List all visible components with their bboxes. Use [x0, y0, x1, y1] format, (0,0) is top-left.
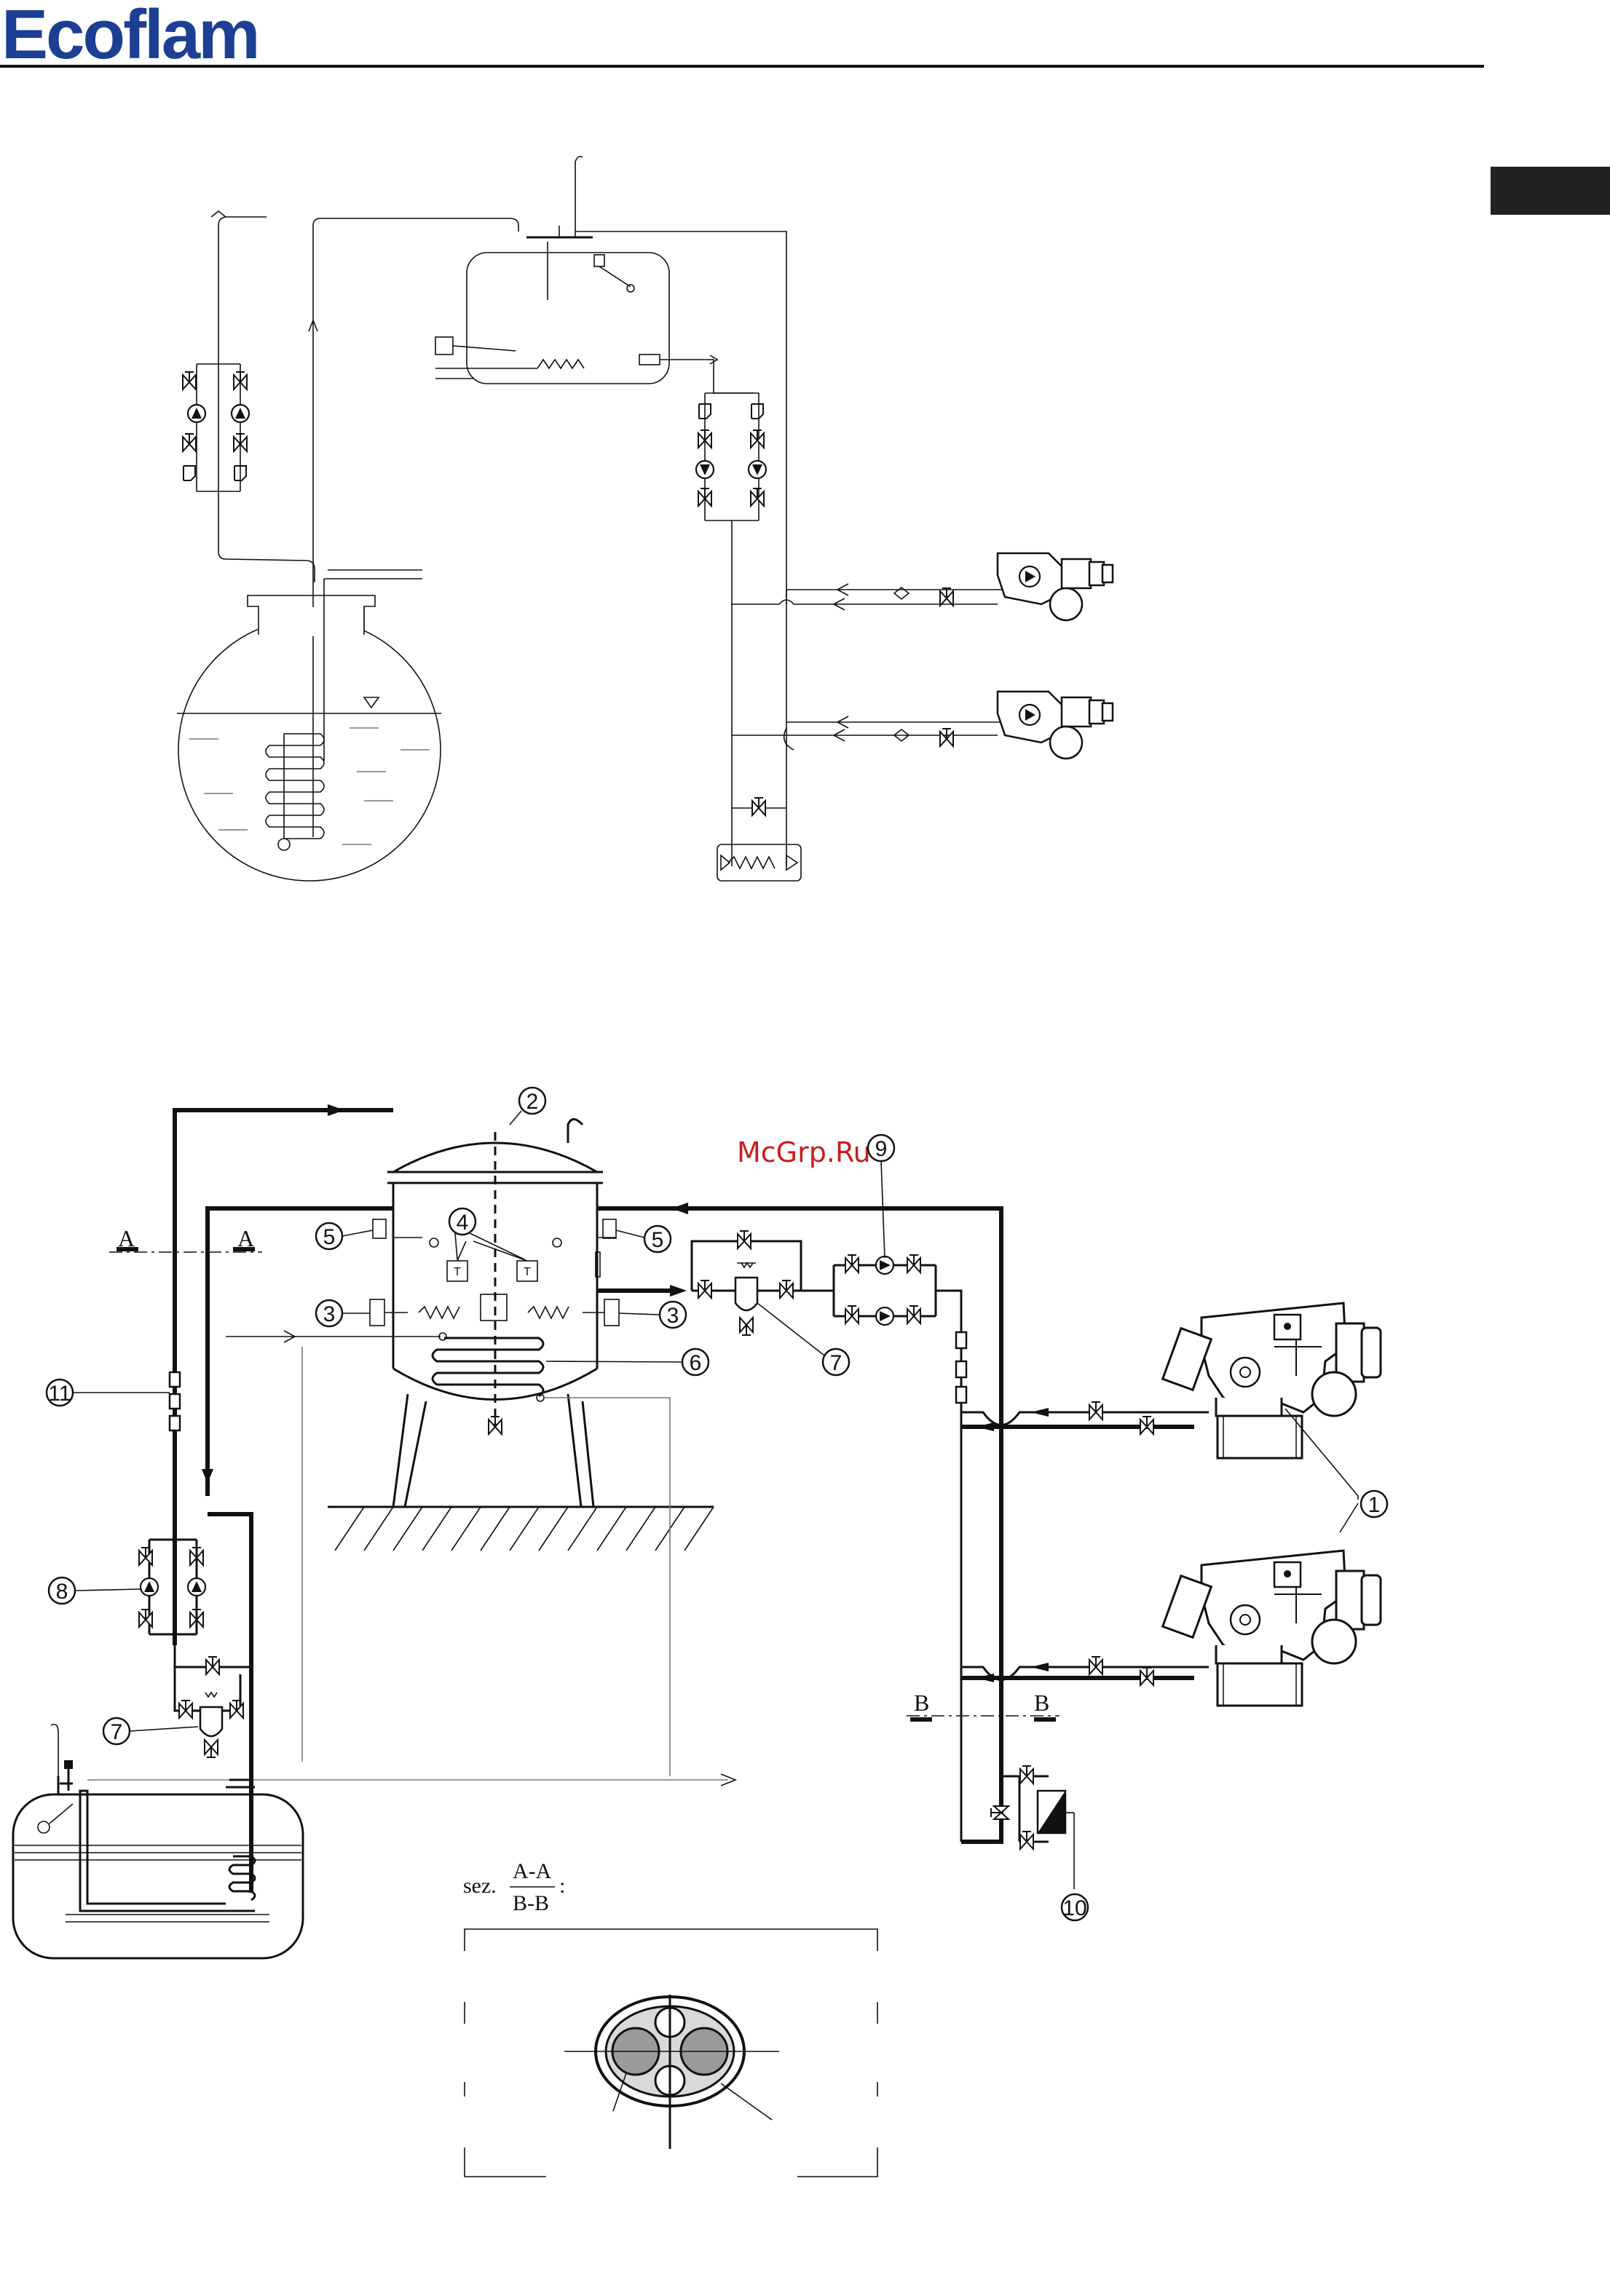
page-tab-marker [1491, 167, 1610, 215]
callout-10: 10 [1062, 1896, 1086, 1920]
section-mark-b-left: B [914, 1690, 929, 1716]
callout-3-right: 3 [667, 1304, 679, 1328]
callout-9: 9 [875, 1137, 888, 1161]
callout-7-lower: 7 [111, 1720, 123, 1744]
section-caption-numerator: A-A [513, 1859, 552, 1883]
section-mark-a-left: A [118, 1225, 135, 1251]
callout-7-upper: 7 [830, 1351, 843, 1375]
callout-11: 11 [48, 1382, 71, 1406]
callout-3-left: 3 [323, 1302, 336, 1326]
temp-sensor-tag: T [454, 1266, 461, 1278]
section-mark-a-right: A [237, 1225, 254, 1251]
heating-coil-icon [433, 1338, 543, 1396]
callout-6: 6 [690, 1351, 702, 1375]
callout-1: 1 [1368, 1493, 1381, 1517]
callout-4: 4 [457, 1211, 469, 1235]
temp-sensor-tag: T [524, 1266, 531, 1278]
callout-2: 2 [526, 1090, 539, 1114]
section-caption-denominator: B-B [513, 1891, 549, 1915]
callout-5-right: 5 [652, 1228, 664, 1252]
section-caption-prefix: sez. [463, 1874, 497, 1898]
section-mark-b-right: B [1034, 1690, 1049, 1716]
callout-8: 8 [56, 1580, 68, 1604]
top-schematic [177, 157, 1113, 881]
storage-tank [13, 1794, 303, 1958]
section-caption-suffix: : [559, 1874, 565, 1898]
callout-5-left: 5 [323, 1225, 336, 1249]
section-detail [465, 1929, 877, 2177]
brand-logo: Ecoflam [1, 0, 258, 74]
bottom-schematic: T T [13, 1105, 1381, 2177]
watermark: McGrp.Ru [737, 1136, 871, 1168]
